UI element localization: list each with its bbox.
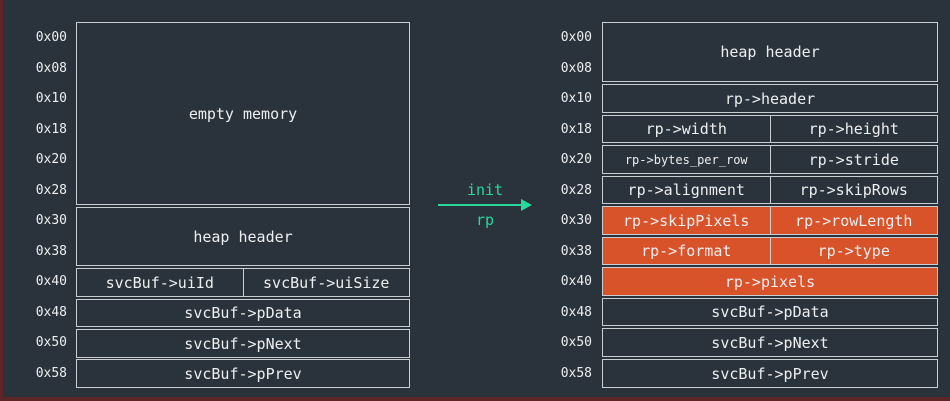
right-block-heap-header: heap header (602, 22, 938, 82)
left-edge-strip (0, 0, 3, 401)
right-cell-rp-rowlength: rp->rowLength (795, 211, 913, 230)
bottom-edge-strip (0, 397, 950, 401)
right-cell-rp-skiprows: rp->skipRows (799, 181, 908, 199)
right-row-0x30-highlighted: rp->skipPixels rp->rowLength (602, 206, 938, 235)
right-row-svcbuf-pnext: svcBuf->pNext (602, 328, 938, 357)
left-offset-0x48: 0x48 (35, 305, 67, 320)
right-offset-0x10: 0x10 (560, 91, 592, 106)
right-cell-rp-width: rp->width (603, 116, 771, 142)
arrow-head-icon (521, 199, 532, 211)
right-cell-rp-format: rp->format (603, 238, 771, 264)
right-offset-0x28: 0x28 (560, 183, 592, 198)
left-row-svcbuf-pprev: svcBuf->pPrev (76, 359, 410, 388)
left-offset-0x30: 0x30 (35, 213, 67, 228)
left-cell-svcbuf-uiid: svcBuf->uiId (77, 269, 244, 296)
right-offset-0x00: 0x00 (560, 30, 592, 45)
right-offset-0x38: 0x38 (560, 244, 592, 259)
right-offset-0x08: 0x08 (560, 61, 592, 76)
right-row-0x28: rp->alignment rp->skipRows (602, 176, 938, 204)
right-row-rp-pixels-highlighted: rp->pixels (602, 267, 938, 296)
arrow-label-rp: rp (475, 211, 495, 229)
right-offset-0x50: 0x50 (560, 335, 592, 350)
right-offset-0x40: 0x40 (560, 274, 592, 289)
left-offset-0x20: 0x20 (35, 152, 67, 167)
right-cell-rp-stride: rp->stride (808, 150, 899, 169)
right-row-svcbuf-pprev: svcBuf->pPrev (602, 359, 938, 388)
arrow-line (438, 204, 522, 206)
left-offset-0x40: 0x40 (35, 274, 67, 289)
left-offset-0x28: 0x28 (35, 183, 67, 198)
right-cell-rp-alignment: rp->alignment (603, 177, 771, 203)
right-offset-0x30: 0x30 (560, 213, 592, 228)
right-offset-0x58: 0x58 (560, 366, 592, 381)
right-cell-rp-height: rp->height (808, 120, 899, 138)
left-offset-0x00: 0x00 (35, 30, 67, 45)
arrow-label-init: init (466, 181, 504, 199)
left-block-empty-memory: empty memory (76, 22, 410, 205)
left-cell-svcbuf-uisize: svcBuf->uiSize (263, 273, 390, 292)
left-offset-0x08: 0x08 (35, 61, 67, 76)
right-offset-0x48: 0x48 (560, 305, 592, 320)
right-row-svcbuf-pdata: svcBuf->pData (602, 298, 938, 326)
left-offset-0x58: 0x58 (35, 366, 67, 381)
right-row-0x38-highlighted: rp->format rp->type (602, 237, 938, 265)
right-row-rp-header: rp->header (602, 84, 938, 113)
left-offset-0x10: 0x10 (35, 91, 67, 106)
right-offset-0x20: 0x20 (560, 152, 592, 167)
left-row-svcbuf-pnext: svcBuf->pNext (76, 329, 410, 358)
right-cell-rp-skippixels: rp->skipPixels (603, 207, 771, 234)
left-row-svcbuf-pdata: svcBuf->pData (76, 299, 410, 327)
left-offset-0x50: 0x50 (35, 335, 67, 350)
right-cell-rp-type: rp->type (817, 242, 890, 260)
right-offset-0x18: 0x18 (560, 122, 592, 137)
left-offset-0x38: 0x38 (35, 244, 67, 259)
left-block-heap-header: heap header (76, 207, 410, 266)
left-row-0x40: svcBuf->uiId svcBuf->uiSize (76, 268, 410, 297)
left-offset-0x18: 0x18 (35, 122, 67, 137)
right-row-0x20: rp->bytes_per_row rp->stride (602, 145, 938, 174)
right-cell-rp-bytes-per-row: rp->bytes_per_row (603, 146, 771, 173)
right-row-0x18: rp->width rp->height (602, 115, 938, 143)
